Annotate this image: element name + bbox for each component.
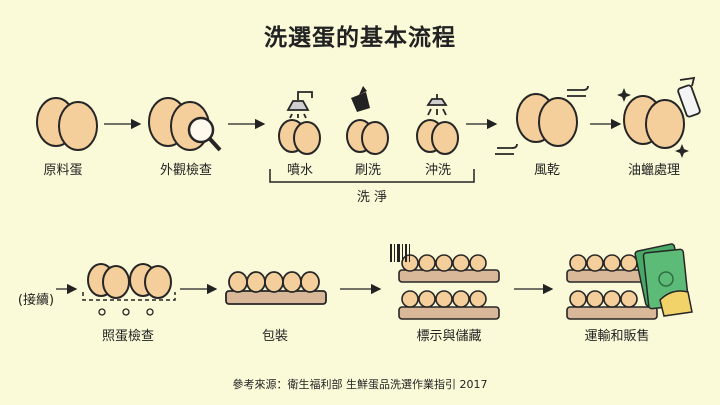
brush-icon	[351, 86, 370, 112]
cash-icon	[634, 243, 693, 317]
page-title: 洗選蛋的基本流程	[264, 25, 456, 51]
step-label-packing: 包裝	[261, 329, 289, 344]
wash-group-bracket	[269, 169, 475, 183]
candling-lights-icon	[98, 308, 154, 316]
egg-carton-icon	[398, 254, 500, 320]
barcode-icon	[390, 244, 410, 262]
spray-bottle-icon	[677, 76, 701, 118]
egg-pair-icon	[346, 119, 389, 155]
step-label-air-dry: 風乾	[533, 163, 561, 178]
egg-pair-icon	[148, 97, 210, 151]
egg-pair-icon	[516, 93, 578, 147]
egg-pair-icon	[623, 95, 685, 149]
shower-icon	[286, 91, 313, 119]
magnifier-icon	[187, 116, 222, 152]
step-label-wax-coating: 油蠟處理	[627, 163, 681, 178]
step-label-raw-eggs: 原料蛋	[43, 163, 83, 178]
step-label-spray: 噴水	[286, 163, 314, 178]
candling-stand	[82, 292, 176, 301]
egg-carton-icon	[225, 271, 327, 305]
step-label-appearance-check: 外觀檢查	[159, 163, 213, 178]
wash-group-label: 洗 淨	[356, 190, 388, 205]
egg-carton-icon	[566, 254, 658, 320]
wind-icon	[495, 85, 589, 155]
step-label-rinse: 沖洗	[424, 163, 452, 178]
egg-pair-icon	[278, 119, 321, 155]
egg-pair-icon	[87, 263, 172, 299]
step-label-label-storage: 標示與儲藏	[416, 329, 482, 344]
egg-pair-icon	[416, 119, 459, 155]
sprinkler-icon	[426, 94, 448, 116]
step-label-candling: 照蛋檢查	[101, 329, 155, 344]
step-label-transport-sales: 運輸和販售	[584, 329, 650, 344]
egg-pair-icon	[36, 97, 98, 151]
flow-arrows	[56, 118, 622, 295]
step-label-brush: 刷洗	[354, 163, 382, 178]
source-note: 參考來源：衛生福利部 生鮮蛋品洗選作業指引 2017	[232, 378, 488, 391]
sparkle-icon	[617, 88, 689, 158]
continue-label: (接續)	[17, 293, 55, 308]
